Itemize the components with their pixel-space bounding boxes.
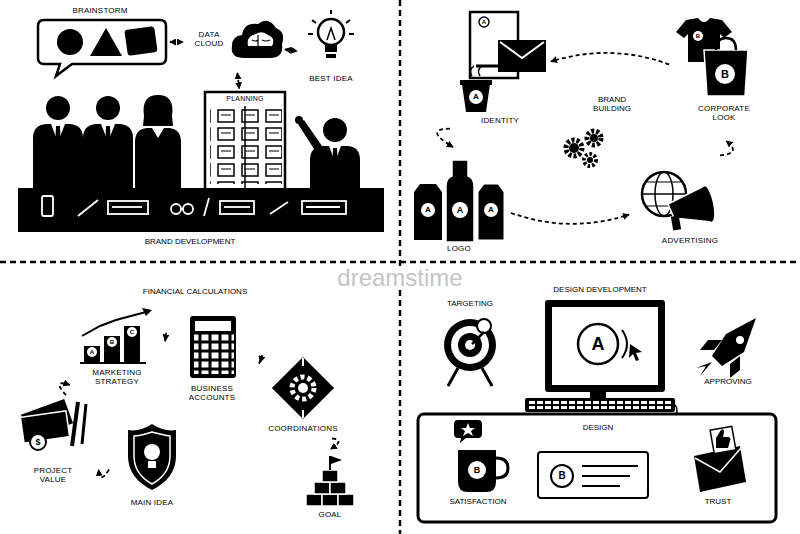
node-caption: BRAINSTORM	[40, 6, 160, 15]
calculator	[190, 316, 236, 378]
icon-letter: B	[558, 471, 565, 481]
logo-products	[414, 160, 504, 242]
node-caption: BEST IDEA	[309, 74, 353, 83]
node-caption: CORPORATE LOOK	[694, 104, 754, 122]
coordination-icon	[272, 357, 334, 419]
work-desk	[418, 414, 776, 522]
text-label: TRUST	[705, 498, 732, 506]
node-caption: ADVERTISING	[634, 236, 746, 245]
icon-node: LOGO	[410, 150, 508, 258]
icon-letter: $	[35, 438, 40, 447]
icon-letter: B	[721, 69, 729, 80]
icon-node: ADVERTISING	[632, 158, 748, 250]
text-label: TARGETING	[447, 300, 493, 308]
node-caption: MARKETING STRATEGY	[73, 368, 161, 386]
dashed-arrow	[165, 334, 166, 342]
dashed-arrow	[551, 53, 669, 64]
node-caption: DATA CLOUD	[188, 30, 230, 48]
node-caption: COORDINATIONS	[262, 424, 344, 433]
meeting-desk	[18, 188, 384, 232]
icon-node: BRAINSTORM	[28, 6, 172, 78]
node-caption: IDENTITY	[455, 116, 545, 125]
text-label: DESIGN DEVELOPMENT	[553, 286, 646, 294]
icon-letter: A	[425, 206, 431, 214]
text-label: DESIGN	[583, 424, 614, 432]
node-caption: PROJECT VALUE	[28, 466, 78, 484]
dashed-arrow	[285, 49, 297, 51]
desk-items	[454, 420, 746, 498]
dashed-arrow	[237, 73, 239, 89]
icon-letter: B	[110, 339, 114, 345]
icon-node: BEST IDEA	[300, 8, 362, 104]
icon-letter: A	[592, 335, 605, 353]
icon-letter: C	[130, 329, 134, 335]
dashed-arrow	[59, 383, 69, 395]
text-label: BRAND BUILDING	[587, 95, 637, 113]
icon-letter: A	[473, 93, 479, 101]
idea-bulb	[308, 10, 354, 58]
identity-icons	[460, 12, 546, 112]
icon-node: PROJECT VALUE	[10, 398, 96, 490]
node-caption: PLANNING	[205, 95, 285, 103]
dashed-arrow	[170, 41, 183, 43]
data-cloud	[232, 21, 283, 58]
icon-node: MARKETING STRATEGY	[72, 306, 162, 394]
icon-letter: A	[488, 206, 494, 214]
icon-node: IDENTITY	[452, 8, 548, 130]
node-caption: MAIN IDEA	[113, 498, 191, 507]
node-caption: BUSINESS ACCOUNTS	[169, 384, 255, 402]
icon-letter: B	[696, 33, 700, 39]
icon-node: GOAL	[300, 452, 360, 524]
text-label: SATISFACTION	[449, 498, 506, 506]
icon-node: BUSINESS ACCOUNTS	[168, 314, 256, 410]
icon-node: MAIN IDEA	[112, 420, 192, 514]
bar-chart	[80, 308, 152, 363]
dashed-arrow	[99, 470, 109, 477]
money-icon	[20, 399, 86, 450]
icon-letter: A	[457, 206, 464, 215]
dashed-arrow	[437, 129, 453, 147]
goal-pyramid	[306, 456, 354, 506]
advertising-icons	[642, 172, 717, 231]
node-caption: LOGO	[414, 244, 504, 253]
node-caption: GOAL	[301, 510, 359, 519]
icon-letter: B	[474, 466, 481, 475]
icon-node: PLANNING	[203, 90, 287, 192]
icon-node: DATA CLOUD	[186, 14, 282, 70]
target-icon	[444, 319, 496, 386]
dashed-arrow	[720, 141, 733, 155]
text-label: dreamstime	[333, 266, 466, 290]
text-label: BRAND DEVELOPMENT	[145, 238, 236, 246]
corporate-look-icons	[676, 18, 748, 96]
gears	[566, 131, 601, 166]
dashed-arrow	[259, 356, 262, 364]
text-label: APPROVING	[704, 378, 752, 386]
icon-letter: A	[482, 19, 486, 25]
dashed-arrow	[331, 439, 339, 450]
icon-letter: A	[90, 349, 94, 355]
dashed-arrow	[511, 213, 629, 224]
text-label: FINANCIAL CALCULATIONS	[143, 288, 247, 296]
rocket	[696, 318, 756, 378]
main-idea-shield	[128, 424, 176, 490]
planning-board	[205, 92, 285, 190]
brainstorm-bubble	[38, 20, 166, 76]
icon-node: COORDINATIONS	[262, 352, 344, 436]
people	[33, 95, 360, 192]
